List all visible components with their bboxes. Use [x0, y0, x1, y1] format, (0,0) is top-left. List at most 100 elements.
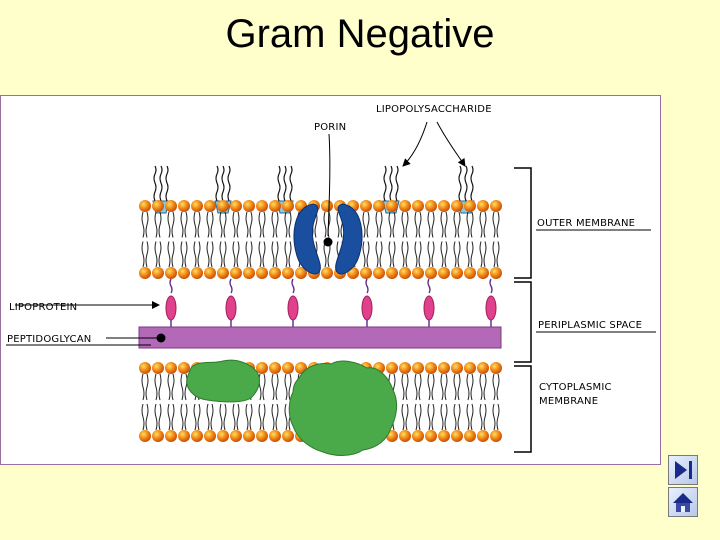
lipid-head [282, 430, 294, 442]
lipid-head [282, 362, 294, 374]
lipoprotein [287, 295, 299, 321]
lipid-head [178, 200, 190, 212]
cytoplasmic-membrane-bracket [514, 365, 532, 453]
membrane-protein-large [288, 360, 398, 456]
lipid-head [139, 362, 151, 374]
lipopolysaccharide-label: LIPOPOLYSACCHARIDE [376, 104, 492, 115]
lipid-head [191, 200, 203, 212]
lipid-head [490, 430, 502, 442]
lipid-head [269, 267, 281, 279]
lipid-head [139, 200, 151, 212]
lipid-head [178, 430, 190, 442]
lipoprotein [423, 295, 435, 321]
lipid-head [230, 430, 242, 442]
lipid-head [152, 362, 164, 374]
lipid-head [360, 200, 372, 212]
lipoprotein [485, 295, 497, 321]
lipid-head [165, 430, 177, 442]
lipid-head [412, 267, 424, 279]
lipid-head [165, 200, 177, 212]
lipid-head [490, 362, 502, 374]
lipoprotein [225, 295, 237, 321]
lipid-head [256, 430, 268, 442]
lipid-head [269, 362, 281, 374]
lipid-head [256, 267, 268, 279]
lipid-head [490, 267, 502, 279]
lipid-head [412, 430, 424, 442]
diagram-panel: LIPOPOLYSACCHARIDE PORIN OUTER MEMBRANE … [0, 95, 661, 465]
lipid-head [464, 430, 476, 442]
lipid-head [464, 362, 476, 374]
lipid-head [191, 430, 203, 442]
lipid-head [477, 362, 489, 374]
lipid-head [451, 362, 463, 374]
lipid-head [438, 200, 450, 212]
lipid-head [165, 362, 177, 374]
lipid-head [282, 267, 294, 279]
lipid-head [295, 267, 307, 279]
lipid-head [373, 267, 385, 279]
lipid-head [477, 200, 489, 212]
lipid-head [282, 200, 294, 212]
lipid-head [243, 430, 255, 442]
lipoprotein-label: LIPOPROTEIN [9, 302, 77, 313]
lipid-head [217, 267, 229, 279]
lipid-head [243, 200, 255, 212]
lipid-head [191, 267, 203, 279]
lipid-head [360, 267, 372, 279]
outer-membrane-label: OUTER MEMBRANE [537, 218, 635, 229]
lipid-head [256, 362, 268, 374]
cytoplasmic-membrane-label-line1: CYTOPLASMIC [539, 382, 612, 393]
lipid-head [412, 200, 424, 212]
lipid-head [451, 200, 463, 212]
next-slide-button[interactable] [668, 455, 698, 485]
lipid-head [412, 362, 424, 374]
lipid-head [386, 362, 398, 374]
lipid-head [152, 200, 164, 212]
lipid-head [321, 200, 333, 212]
lipid-head [386, 200, 398, 212]
peptidoglycan-label: PEPTIDOGLYCAN [7, 334, 91, 345]
lipid-head [464, 267, 476, 279]
lipid-head [399, 362, 411, 374]
slide-title: Gram Negative [225, 12, 495, 56]
lipid-head [399, 430, 411, 442]
lipid-head [321, 267, 333, 279]
lipid-head [438, 430, 450, 442]
periplasmic-space-label: PERIPLASMIC SPACE [538, 320, 642, 331]
lipid-head [178, 362, 190, 374]
lipid-head [386, 267, 398, 279]
lipid-head [139, 267, 151, 279]
lipid-head [165, 267, 177, 279]
lipid-head [243, 267, 255, 279]
lipid-head [451, 267, 463, 279]
lipid-head [451, 430, 463, 442]
lipid-head [230, 200, 242, 212]
lipid-head [152, 430, 164, 442]
lipid-head [256, 200, 268, 212]
lipid-head [204, 430, 216, 442]
lipid-head [425, 267, 437, 279]
lipoprotein [361, 295, 373, 321]
lipid-head [269, 430, 281, 442]
periplasmic-space-bracket [514, 281, 532, 363]
cell-envelope-diagram: LIPOPOLYSACCHARIDE PORIN OUTER MEMBRANE … [6, 104, 656, 456]
lps-arrow-right [436, 121, 466, 167]
lipid-head [477, 430, 489, 442]
peptidoglycan-layer [138, 326, 502, 349]
lipid-head [425, 200, 437, 212]
lipid-head [217, 200, 229, 212]
home-button[interactable] [668, 487, 698, 517]
lipid-head [204, 267, 216, 279]
lipid-head [217, 430, 229, 442]
lipid-head [399, 200, 411, 212]
lipid-head [204, 200, 216, 212]
lipoprotein [165, 295, 177, 321]
porin-label: PORIN [314, 122, 346, 133]
lipid-head [152, 267, 164, 279]
lipid-head [399, 267, 411, 279]
lipid-head [230, 267, 242, 279]
outer-membrane-bilayer [139, 200, 502, 279]
lipid-head [425, 430, 437, 442]
lipoprotein-molecules [165, 278, 497, 327]
